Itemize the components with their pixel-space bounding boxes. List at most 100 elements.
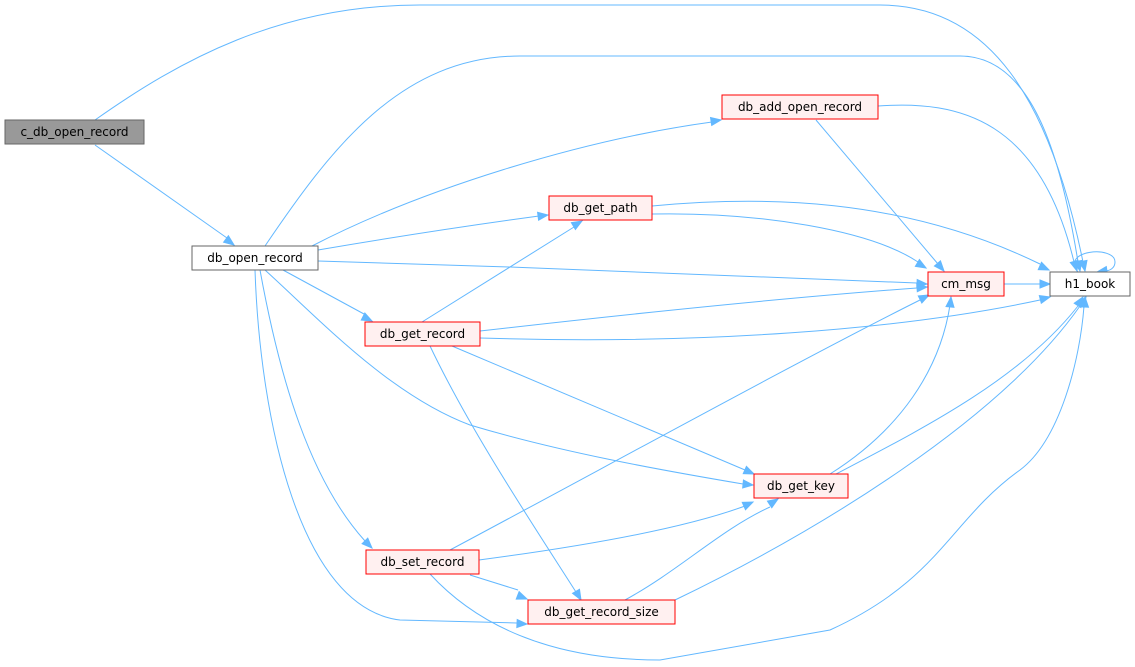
node-label: db_get_path	[563, 201, 637, 215]
node-label: cm_msg	[941, 277, 991, 291]
edge-db_open_record-to-cm_msg	[317, 260, 929, 289]
node-box[interactable]	[548, 195, 653, 221]
edge-db_get_path-to-h1_book	[651, 200, 1051, 271]
edge-db_get_record_size-to-db_get_key	[624, 498, 780, 601]
edge-db_get_path-to-cm_msg	[651, 213, 928, 269]
node-box[interactable]	[1049, 271, 1131, 297]
arrowhead-icon	[945, 295, 955, 308]
node-db-set-record[interactable]: db_set_record	[365, 549, 480, 575]
arrowhead-icon	[222, 234, 236, 246]
node-box[interactable]	[4, 119, 145, 145]
edge-db_open_record-to-db_get_path	[317, 211, 550, 251]
edge-db_set_record-to-cm_msg	[449, 294, 931, 551]
node-db-get-key[interactable]: db_get_key	[753, 473, 849, 499]
edge-line	[451, 345, 746, 471]
edge-line	[478, 505, 746, 561]
edge-line	[1074, 251, 1116, 273]
arrowhead-icon	[536, 211, 550, 222]
edge-db_add_open_record-to-cm_msg	[815, 119, 945, 273]
node-cm-msg[interactable]: cm_msg	[927, 271, 1005, 297]
node-label: db_get_record_size	[544, 605, 659, 619]
edge-c_db_open_record-to-db_open_record	[94, 144, 236, 246]
node-c-db-open-record[interactable]: c_db_open_record	[4, 119, 145, 145]
edge-line	[877, 104, 1075, 263]
node-db-get-record[interactable]: db_get_record	[364, 321, 481, 347]
arrowhead-icon	[361, 537, 373, 549]
node-label: db_get_record	[380, 327, 465, 341]
arrowhead-icon	[570, 220, 584, 231]
node-box[interactable]	[191, 245, 319, 271]
edge-db_open_record-to-db_get_key	[264, 269, 755, 489]
edge-db_get_key-to-cm_msg	[829, 295, 955, 475]
edge-line	[835, 305, 1079, 475]
edge-line	[311, 121, 713, 247]
arrowhead-icon	[766, 498, 780, 509]
node-label: db_add_open_record	[738, 100, 862, 114]
arrowhead-icon	[917, 294, 931, 304]
arrowhead-icon	[914, 258, 928, 269]
node-box[interactable]	[753, 473, 849, 499]
edge-line	[282, 269, 365, 315]
arrowhead-icon	[916, 283, 929, 293]
edge-db_add_open_record-to-h1_book	[877, 104, 1079, 273]
node-db-get-record-size[interactable]: db_get_record_size	[527, 599, 676, 625]
call-nodes: c_db_open_record db_open_record db_add_ope…	[4, 94, 1131, 625]
edge-line	[479, 287, 918, 332]
edge-line	[264, 55, 1079, 263]
edge-line	[674, 305, 1081, 601]
node-box[interactable]	[721, 94, 879, 120]
node-h1-book[interactable]: h1_book	[1049, 271, 1131, 297]
node-box[interactable]	[364, 321, 481, 347]
arrowhead-icon	[1037, 261, 1051, 271]
node-label: db_set_record	[381, 555, 465, 569]
edge-line	[317, 260, 918, 284]
edge-line	[264, 269, 744, 485]
edge-line	[624, 506, 771, 601]
edge-db_get_record-to-db_get_key	[451, 345, 756, 475]
arrowhead-icon	[742, 479, 755, 489]
edge-line	[254, 269, 518, 624]
edge-line	[259, 269, 366, 542]
edge-db_set_record-to-db_get_key	[478, 501, 755, 561]
edge-line	[429, 345, 577, 593]
node-db-get-path[interactable]: db_get_path	[548, 195, 653, 221]
arrowhead-icon	[1076, 295, 1087, 309]
edge-line	[815, 119, 939, 265]
edge-db_get_record_size-to-h1_book	[674, 295, 1087, 601]
edge-line	[469, 574, 519, 591]
edge-line	[651, 200, 1041, 265]
node-label: c_db_open_record	[20, 125, 128, 139]
edge-line	[429, 305, 1085, 661]
arrowhead-icon	[709, 116, 723, 127]
edge-db_get_record-to-db_get_path	[421, 220, 584, 323]
edge-line	[651, 213, 919, 263]
edge-db_open_record-to-db_get_record_size	[254, 269, 529, 629]
node-db-open-record[interactable]: db_open_record	[191, 245, 319, 271]
arrowhead-icon	[360, 312, 374, 322]
edge-line	[479, 299, 1041, 341]
node-box[interactable]	[527, 599, 676, 625]
edge-db_get_record-to-cm_msg	[479, 283, 929, 332]
arrowhead-icon	[742, 465, 756, 475]
edge-c_db_open_record-to-h1_book	[94, 4, 1088, 273]
node-box[interactable]	[365, 549, 480, 575]
edge-cm_msg-to-h1_book	[1004, 279, 1052, 289]
edge-db_open_record-to-db_add_open_record	[311, 116, 723, 247]
node-label: db_get_key	[767, 479, 835, 493]
edge-line	[94, 4, 1084, 263]
arrowhead-icon	[741, 501, 755, 511]
node-box[interactable]	[927, 271, 1005, 297]
node-label: db_open_record	[207, 251, 303, 265]
arrowhead-icon	[1039, 279, 1052, 289]
node-label: h1_book	[1065, 277, 1116, 291]
edge-db_get_record-to-h1_book	[479, 294, 1052, 341]
arrowhead-icon	[933, 259, 945, 273]
edge-line	[829, 304, 951, 475]
edge-db_open_record-to-db_set_record	[259, 269, 373, 549]
node-db-add-open-record[interactable]: db_add_open_record	[721, 94, 879, 120]
edge-db_get_record-to-db_get_record_size	[429, 345, 582, 602]
edge-db_open_record-to-db_get_record	[282, 269, 374, 322]
edge-line	[421, 226, 575, 323]
arrowhead-icon	[516, 618, 529, 629]
